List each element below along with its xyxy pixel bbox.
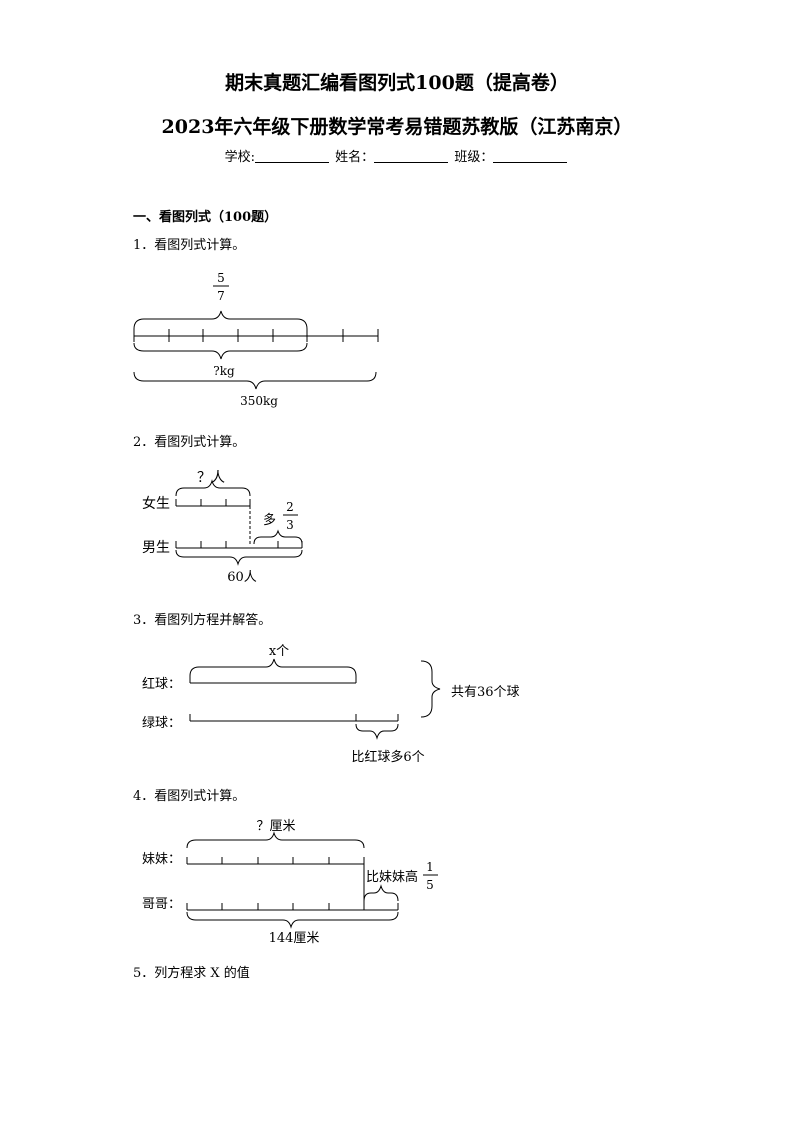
q3-diff-brace bbox=[355, 723, 399, 740]
q4-top-brace bbox=[186, 831, 365, 849]
q3-row1-label: 红球： bbox=[142, 676, 181, 692]
name-label: 姓名： bbox=[335, 150, 375, 165]
question-3-prompt: 3．看图列方程并解答。 bbox=[133, 613, 272, 628]
q3-x-label: x个 bbox=[269, 644, 289, 659]
q2-row1-label: 女生 bbox=[142, 495, 170, 512]
question-3-diagram: x个 红球： 共有36个球 绿球： 比红球多6个 bbox=[142, 644, 520, 765]
q2-more-label: 多 bbox=[263, 512, 276, 528]
q4-compare-label: 比妹妹高 bbox=[366, 869, 418, 885]
q4-unknown-label: ？厘米 bbox=[256, 819, 295, 834]
q2-total-label: 60人 bbox=[227, 570, 257, 585]
q3-top-brace bbox=[189, 658, 357, 677]
q2-fraction-denominator: 3 bbox=[286, 518, 294, 532]
page-subtitle: 2023年六年级下册数学常考易错题苏教版（江苏南京） bbox=[161, 116, 633, 138]
question-4-diagram: ？厘米 妹妹： 比妹妹高 1 5 哥哥： 144厘米 bbox=[142, 819, 438, 946]
q3-total-label: 共有36个球 bbox=[451, 685, 520, 700]
name-field[interactable] bbox=[374, 150, 449, 163]
question-1-diagram: 5 7 ?kg 350kg bbox=[133, 271, 379, 408]
q4-row1-label: 妹妹： bbox=[142, 852, 181, 867]
q1-ticks bbox=[133, 329, 379, 342]
q4-total-label: 144厘米 bbox=[269, 931, 320, 946]
q3-row2-label: 绿球： bbox=[142, 716, 181, 731]
page-title: 期末真题汇编看图列式100题（提高卷） bbox=[225, 72, 569, 94]
question-4-prompt: 4．看图列式计算。 bbox=[133, 789, 246, 804]
q2-row2-label: 男生 bbox=[142, 540, 170, 556]
q4-extra-brace bbox=[363, 884, 399, 902]
q2-unknown-label: ？人 bbox=[197, 470, 225, 486]
question-2-prompt: 2．看图列式计算。 bbox=[133, 435, 246, 450]
q4-row2-label: 哥哥： bbox=[142, 897, 181, 912]
q3-right-brace bbox=[420, 660, 441, 718]
q2-top-brace bbox=[175, 479, 251, 497]
q3-diff-label: 比红球多6个 bbox=[351, 749, 424, 765]
q1-part-label: ?kg bbox=[213, 364, 235, 378]
q1-bottom-brace bbox=[133, 342, 308, 360]
q2-extra-brace bbox=[253, 529, 303, 545]
section-heading: 一、看图列式（100题） bbox=[133, 210, 278, 225]
school-field[interactable] bbox=[255, 150, 330, 163]
q4-fraction-denominator: 5 bbox=[426, 878, 434, 892]
question-5-prompt: 5．列方程求 X 的值 bbox=[133, 966, 250, 981]
q1-total-brace bbox=[133, 371, 377, 390]
q1-total-label: 350kg bbox=[240, 394, 278, 408]
question-2-diagram: ？人 女生 多 2 3 男生 60人 bbox=[142, 470, 303, 585]
question-1-prompt: 1．看图列式计算。 bbox=[133, 238, 246, 253]
q2-fraction-numerator: 2 bbox=[286, 500, 294, 514]
class-label: 班级： bbox=[454, 150, 494, 165]
student-info-line: 学校: 姓名： 班级： bbox=[0, 146, 794, 165]
q1-fraction-denominator: 7 bbox=[217, 289, 225, 303]
q4-total-brace bbox=[186, 911, 399, 929]
q4-fraction-numerator: 1 bbox=[426, 860, 434, 874]
school-label: 学校: bbox=[224, 150, 256, 165]
q2-total-brace bbox=[175, 549, 303, 566]
q1-fraction-numerator: 5 bbox=[217, 271, 225, 285]
class-field[interactable] bbox=[493, 150, 568, 163]
q1-top-brace bbox=[133, 310, 308, 330]
